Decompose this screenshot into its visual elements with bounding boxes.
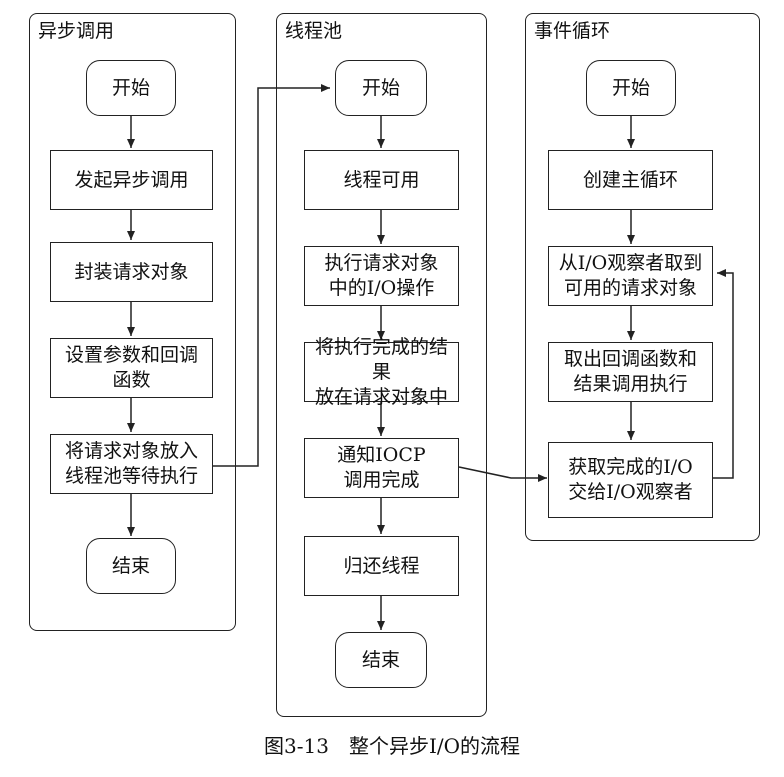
loop-step-hand-to-observer: 获取完成的I/O 交给I/O观察者: [548, 442, 713, 518]
loop-step-create-main-loop: 创建主循环: [548, 150, 713, 210]
async-step-enqueue-threadpool: 将请求对象放入 线程池等待执行: [50, 434, 213, 494]
lane-title-event-loop: 事件循环: [534, 20, 611, 42]
pool-step-execute-io: 执行请求对象 中的I/O操作: [304, 246, 459, 306]
pool-step-return-thread: 归还线程: [304, 536, 459, 596]
async-start-node: 开始: [86, 60, 176, 116]
async-step-initiate-call: 发起异步调用: [50, 150, 213, 210]
arrow-loop-back: [713, 269, 734, 479]
pool-step-thread-available: 线程可用: [304, 150, 459, 210]
arrow-async-to-threadpool: [213, 84, 330, 467]
pool-start-node: 开始: [335, 60, 427, 116]
lane-title-async-call: 异步调用: [38, 20, 115, 42]
pool-end-node: 结束: [335, 632, 427, 688]
pool-step-store-result: 将执行完成的结果 放在请求对象中: [304, 336, 459, 408]
async-step-wrap-request: 封装请求对象: [50, 242, 213, 302]
loop-step-fetch-request: 从I/O观察者取到 可用的请求对象: [548, 246, 713, 306]
async-step-set-params-callback: 设置参数和回调 函数: [50, 338, 213, 398]
async-end-node: 结束: [86, 538, 176, 594]
arrow-threadpool-to-eventloop: [458, 466, 547, 482]
loop-start-node: 开始: [586, 60, 676, 116]
figure-caption: 图3-13 整个异步I/O的流程: [264, 734, 520, 758]
pool-step-notify-iocp: 通知IOCP 调用完成: [304, 438, 459, 498]
loop-step-run-callback: 取出回调函数和 结果调用执行: [548, 342, 713, 402]
lane-title-thread-pool: 线程池: [285, 20, 343, 42]
